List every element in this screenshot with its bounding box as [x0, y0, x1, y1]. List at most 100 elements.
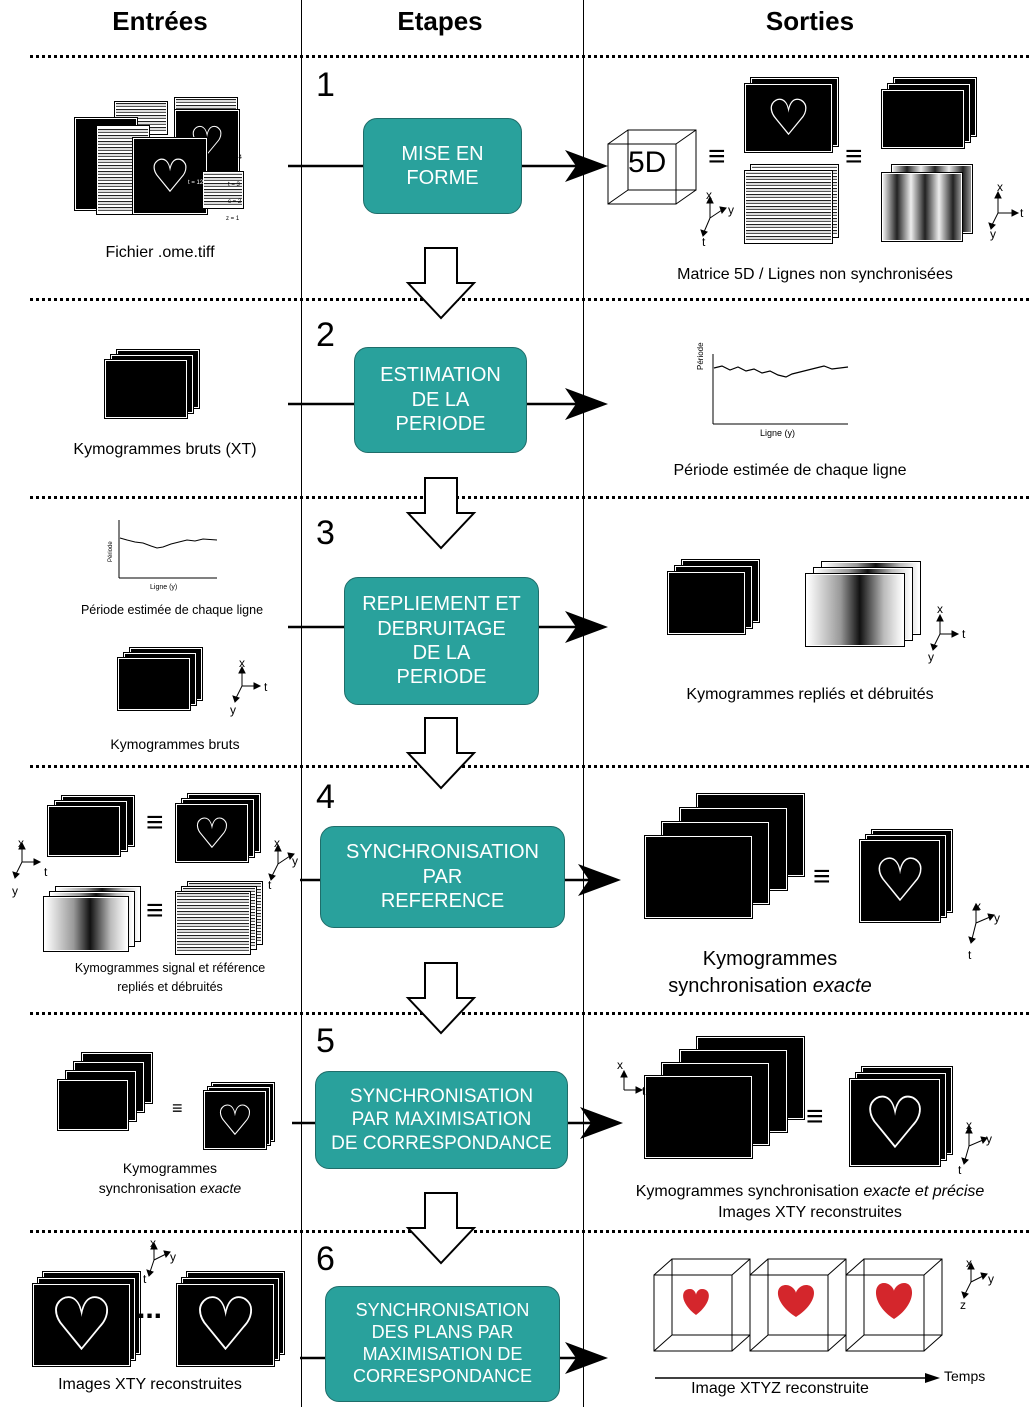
sync-heart-stack-image: ♡: [860, 830, 960, 925]
plot-xlabel-small: Ligne (y): [150, 584, 178, 591]
axis-label-t: t: [44, 865, 48, 879]
input-caption-1: Fichier .ome.tiff: [105, 244, 215, 261]
plot-ylabel-small: Période: [108, 541, 114, 562]
folded-kymo-stack-image: [668, 560, 768, 640]
output-caption-4-line2: synchronisation exacte: [668, 975, 872, 997]
input-caption-4-line2: repliés et débruités: [117, 980, 223, 994]
section-separator: [30, 55, 1029, 58]
axis-label-x: x: [150, 1236, 156, 1250]
input-caption-3-bottom: Kymogrammes bruts: [110, 736, 240, 752]
axis-label-t: t: [702, 235, 706, 249]
axis-label-y: y: [928, 650, 934, 664]
ellipsis: ...: [137, 1292, 163, 1325]
period-plot-small: [118, 520, 218, 579]
section-separator: [30, 496, 1029, 499]
input-caption-3-top: Période estimée de chaque ligne: [80, 603, 264, 617]
header-steps: Etapes: [397, 6, 483, 36]
header-outputs: Sorties: [765, 6, 855, 36]
xty-zn-stack-image: ♡: [177, 1272, 297, 1372]
gradient-stack-image: [882, 165, 982, 245]
line-stack-image: [176, 882, 276, 957]
input-caption-5-line1: Kymogrammes: [122, 1160, 218, 1176]
column-divider-left: [301, 0, 302, 1407]
time-label: Temps: [944, 1368, 986, 1384]
sync-kymo-stack-image: [58, 1053, 168, 1138]
axis-label-x: x: [975, 899, 981, 913]
axis-label-x: x: [706, 188, 712, 202]
axis-label-x: x: [966, 1256, 972, 1270]
line-stack-image: [745, 165, 845, 245]
period-plot: [712, 354, 849, 425]
axis-label-x: x: [239, 656, 245, 670]
axes-icon: [700, 195, 727, 237]
tiff-tag: t = 3: [228, 182, 240, 188]
axes-icon: [961, 1261, 988, 1299]
axis-label-y: y: [986, 1132, 992, 1146]
input-caption-2: Kymogrammes bruts (XT): [73, 441, 257, 458]
axes-icon: [620, 1069, 644, 1094]
equiv-symbol: ≡: [813, 860, 831, 893]
section-separator: [30, 1012, 1029, 1015]
tiff-tag: c = 2: [228, 199, 242, 205]
ome-tiff-stack-image: ♡ ♡: [75, 98, 243, 228]
output-caption-5-line2: Images XTY reconstruites: [718, 1204, 902, 1221]
step-number: 4: [316, 778, 335, 816]
axis-label-x: x: [274, 836, 280, 850]
output-caption-1: Matrice 5D / Lignes non synchronisées: [677, 266, 953, 283]
axis-label-x: x: [18, 836, 24, 850]
axis-label-y: y: [990, 227, 996, 241]
axes-icon: [12, 841, 42, 879]
xty-z1-stack-image: ♡: [33, 1272, 153, 1372]
axes-icon: [146, 1241, 171, 1277]
cube-5d-label: 5D: [628, 146, 667, 179]
axis-label-x: x: [937, 602, 943, 616]
axis-label-x: x: [966, 1118, 972, 1132]
axis-label-y: y: [994, 911, 1000, 925]
axis-label-y: y: [728, 203, 734, 217]
axis-label-y: y: [170, 1250, 176, 1264]
axis-label-t: t: [268, 878, 272, 892]
section-separator: [30, 298, 1029, 301]
axes-icon: [968, 902, 995, 944]
tiff-tag: z = 1: [226, 216, 240, 222]
equiv-symbol: ≡: [146, 806, 164, 839]
z-label: z = 1: [98, 1370, 116, 1379]
axis-label-y: y: [12, 884, 18, 898]
section-separator: [30, 765, 1029, 768]
equiv-symbol: ≡: [172, 1098, 183, 1118]
axis-label-y: y: [230, 703, 236, 717]
output-caption-3: Kymogrammes repliés et débruités: [686, 686, 934, 703]
axes-icon: [988, 190, 1020, 230]
axes-icon: [961, 1125, 988, 1165]
step-number: 3: [316, 514, 335, 552]
axis-label-y: y: [292, 854, 298, 868]
axis-label-t: t: [642, 1084, 646, 1098]
input-caption-6: Images XTY reconstruites: [58, 1376, 242, 1393]
period-line: [713, 365, 849, 378]
plot-xlabel: Ligne (y): [760, 428, 796, 438]
sync-precise-kymo-stack-image: [645, 1037, 815, 1162]
step-number: 6: [316, 1240, 335, 1278]
tiff-tag: t = 12: [188, 180, 204, 186]
axes-icon: [232, 665, 262, 703]
signal-kymo-stack-image: [48, 796, 148, 866]
axis-label-t: t: [1020, 206, 1024, 220]
header-inputs: Entrées: [112, 6, 208, 36]
heart-stack-image: ♡: [745, 78, 845, 153]
raw-kymo-stack-image: [118, 648, 218, 718]
axis-label-y: y: [988, 1272, 994, 1286]
folded-ref-stack-image: [806, 562, 926, 647]
axes-icon: [268, 843, 295, 881]
ref-kymo-stack-image: [44, 887, 154, 957]
axis-label-x: x: [617, 1058, 623, 1072]
output-caption-5-line1: Kymogrammes synchronisation exacte et pr…: [635, 1183, 985, 1200]
input-caption-4-line1: Kymogrammes signal et référence: [74, 961, 266, 975]
axis-label-t: t: [968, 948, 972, 962]
z-label: z = N: [238, 1370, 257, 1379]
